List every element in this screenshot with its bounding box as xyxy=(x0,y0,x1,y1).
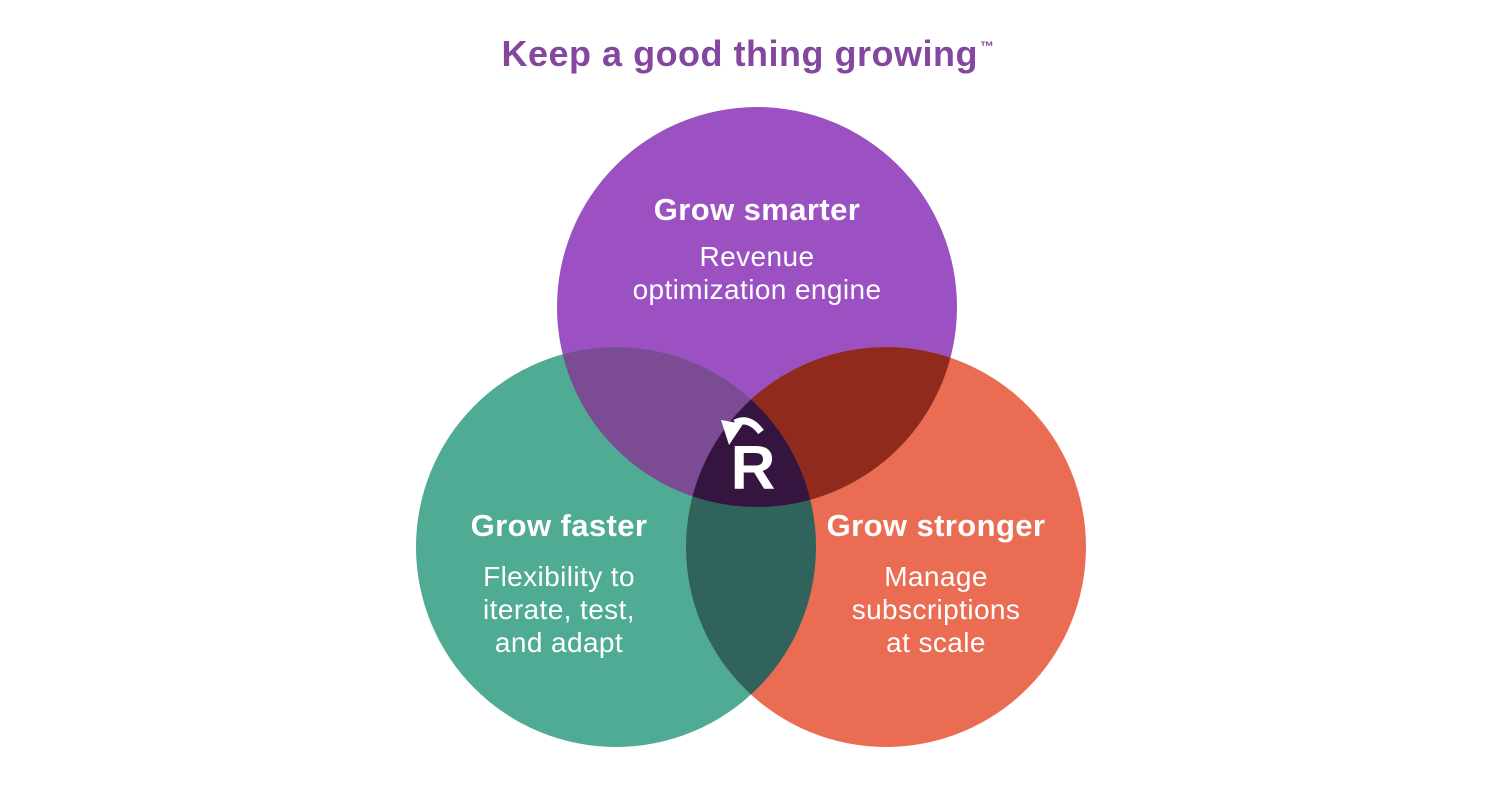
grow-smarter-heading: Grow smarter xyxy=(654,192,860,227)
logo-letter: R xyxy=(731,434,776,503)
grow-faster-line-2: iterate, test, xyxy=(483,594,635,625)
triple-overlap xyxy=(686,347,816,507)
grow-smarter-line-1: Revenue xyxy=(700,241,815,272)
recurly-logo: R xyxy=(721,417,776,503)
rotation-arrow-icon xyxy=(733,417,764,435)
trademark-symbol: ™ xyxy=(980,38,995,54)
grow-smarter-label-group: Grow smarter Revenue optimization engine xyxy=(633,192,882,305)
grow-stronger-label-group: Grow stronger Manage subscriptions at sc… xyxy=(827,508,1046,658)
page-title-text: Keep a good thing growing xyxy=(502,33,978,74)
grow-faster-line-1: Flexibility to xyxy=(483,561,635,592)
grow-faster-heading: Grow faster xyxy=(471,508,648,543)
grow-stronger-line-3: at scale xyxy=(886,627,986,658)
grow-faster-label-group: Grow faster Flexibility to iterate, test… xyxy=(471,508,648,658)
triple-overlap-group xyxy=(686,347,816,507)
grow-faster-line-3: and adapt xyxy=(495,627,623,658)
grow-stronger-line-2: subscriptions xyxy=(852,594,1021,625)
grow-stronger-heading: Grow stronger xyxy=(827,508,1046,543)
grow-stronger-line-1: Manage xyxy=(884,561,988,592)
rotation-arrow-head-icon xyxy=(721,420,743,445)
grow-smarter-line-2: optimization engine xyxy=(633,274,882,305)
